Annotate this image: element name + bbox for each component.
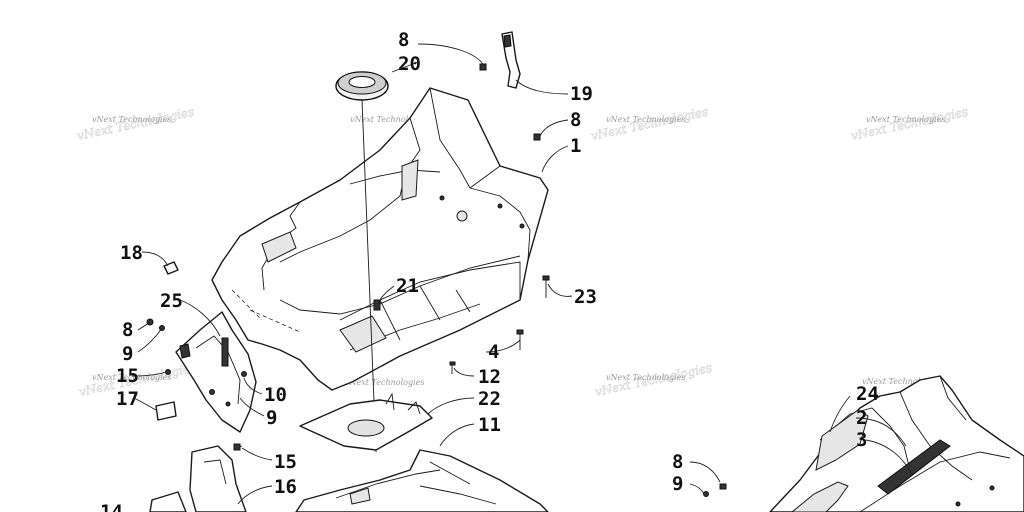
hidden-line — [249, 309, 301, 333]
callout-label: 9 — [122, 343, 133, 365]
watermark-text: vNext Technologies — [345, 378, 424, 387]
rivet-icon — [516, 329, 524, 335]
watermark-text: vNext Technologies — [350, 115, 429, 124]
screw-icon — [449, 361, 456, 366]
callout-label: 24 — [856, 383, 879, 405]
washer-icon — [703, 491, 709, 497]
callout-label: 2 — [856, 407, 867, 429]
strap-hook-part — [501, 31, 521, 89]
rubber-grommet-part — [335, 71, 389, 101]
watermark-text: vNext Technologies — [866, 115, 945, 124]
hood-decal — [877, 439, 951, 495]
leader-lines — [131, 43, 913, 505]
watermark-text: vNext Technologies — [606, 373, 685, 382]
center-leader — [361, 99, 377, 453]
callout-label: 4 — [488, 341, 499, 363]
callout-label: 16 — [274, 476, 297, 498]
screw-icon — [533, 133, 541, 141]
mount-hole — [456, 210, 468, 222]
callout-label: 17 — [116, 388, 139, 410]
clip-icon — [163, 261, 179, 275]
callout-label: 22 — [478, 388, 501, 410]
callout-label: 8 — [398, 29, 409, 51]
screw-icon — [479, 63, 487, 71]
callout-label: 8 — [122, 319, 133, 341]
lower-hood-part — [295, 449, 549, 512]
rivet-icon — [542, 275, 550, 281]
callout-label: 25 — [160, 290, 183, 312]
callout-label: 12 — [478, 366, 501, 388]
callout-label: 10 — [264, 384, 287, 406]
callout-label: 3 — [856, 429, 867, 451]
callout-label: 14 — [100, 501, 123, 512]
callout-label: 1 — [570, 135, 581, 157]
vent-slot — [221, 337, 229, 367]
watermark-text: vNext Technologies — [92, 115, 171, 124]
callout-label: 11 — [478, 414, 501, 436]
screw-icon — [719, 483, 727, 490]
callout-label: 9 — [672, 473, 683, 495]
callout-label: 21 — [396, 275, 419, 297]
callout-labels: 8 20 19 8 1 18 21 23 25 8 9 4 15 17 10 1… — [100, 29, 879, 512]
screw-icon — [233, 443, 241, 451]
callout-label: 9 — [266, 407, 277, 429]
callout-label: 8 — [672, 451, 683, 473]
watermark-text: vNext Technologies — [862, 377, 941, 386]
washer-icon — [165, 369, 171, 375]
watermark-text: vNext Technologies — [92, 373, 171, 382]
callout-label: 23 — [574, 286, 597, 308]
callout-label: 18 — [120, 242, 143, 264]
callout-label: 15 — [116, 365, 139, 387]
side-panel-part — [149, 445, 247, 512]
callout-label: 19 — [570, 83, 593, 105]
bracket-icon — [155, 401, 177, 421]
callout-label: 15 — [274, 451, 297, 473]
callout-label: 8 — [570, 109, 581, 131]
watermark-text: vNext Technologies — [606, 115, 685, 124]
callout-label: 20 — [398, 53, 421, 75]
skid-plate-part — [299, 392, 433, 451]
hood-part — [769, 375, 1024, 512]
hidden-line — [231, 289, 263, 321]
